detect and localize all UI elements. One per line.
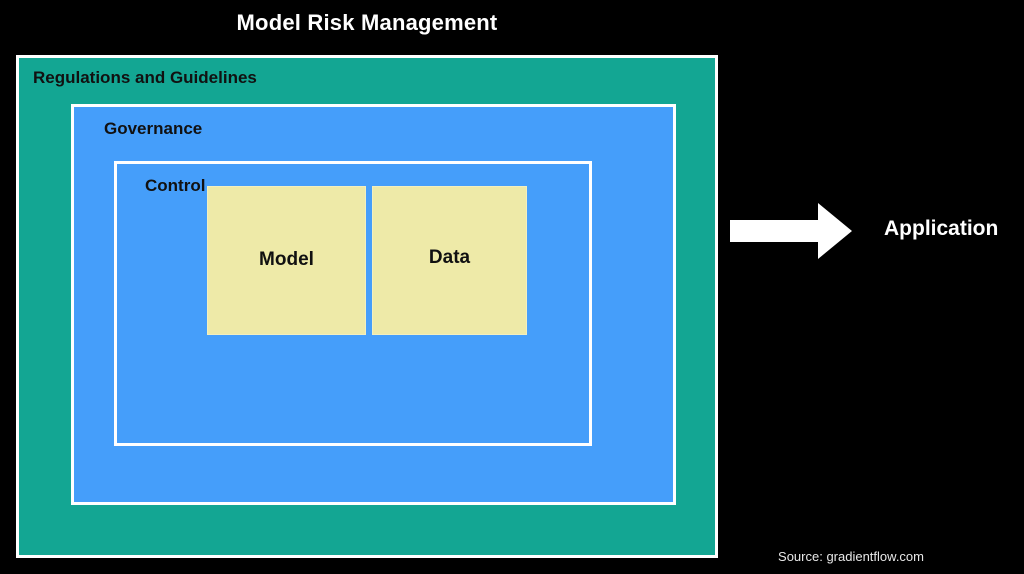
box-label-data: Data <box>428 247 471 268</box>
box-label-model: Model <box>259 249 314 270</box>
right-arrow-icon <box>730 203 852 259</box>
layer-governance: Governance Control Model Data <box>71 104 676 505</box>
layer-regulations-and-guidelines: Regulations and Guidelines Governance Co… <box>16 55 718 558</box>
box-data: Data <box>372 186 527 335</box>
layer-label-regulations: Regulations and Guidelines <box>33 68 257 87</box>
page-title: Model Risk Management <box>236 10 498 35</box>
layer-label-control: Control <box>145 176 206 195</box>
layer-control: Control Model Data <box>114 161 592 446</box>
layer-label-governance: Governance <box>104 119 203 138</box>
box-model: Model <box>207 186 366 335</box>
source-attribution: Source: gradientflow.com <box>778 549 924 564</box>
application-label: Application <box>884 217 999 240</box>
